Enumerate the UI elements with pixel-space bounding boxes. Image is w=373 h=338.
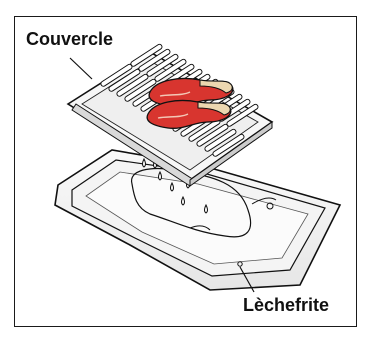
steaks bbox=[147, 79, 233, 129]
lid-leader-line bbox=[70, 58, 92, 79]
pan-label: Lèchefrite bbox=[243, 296, 329, 314]
lid-label: Couvercle bbox=[26, 30, 113, 48]
